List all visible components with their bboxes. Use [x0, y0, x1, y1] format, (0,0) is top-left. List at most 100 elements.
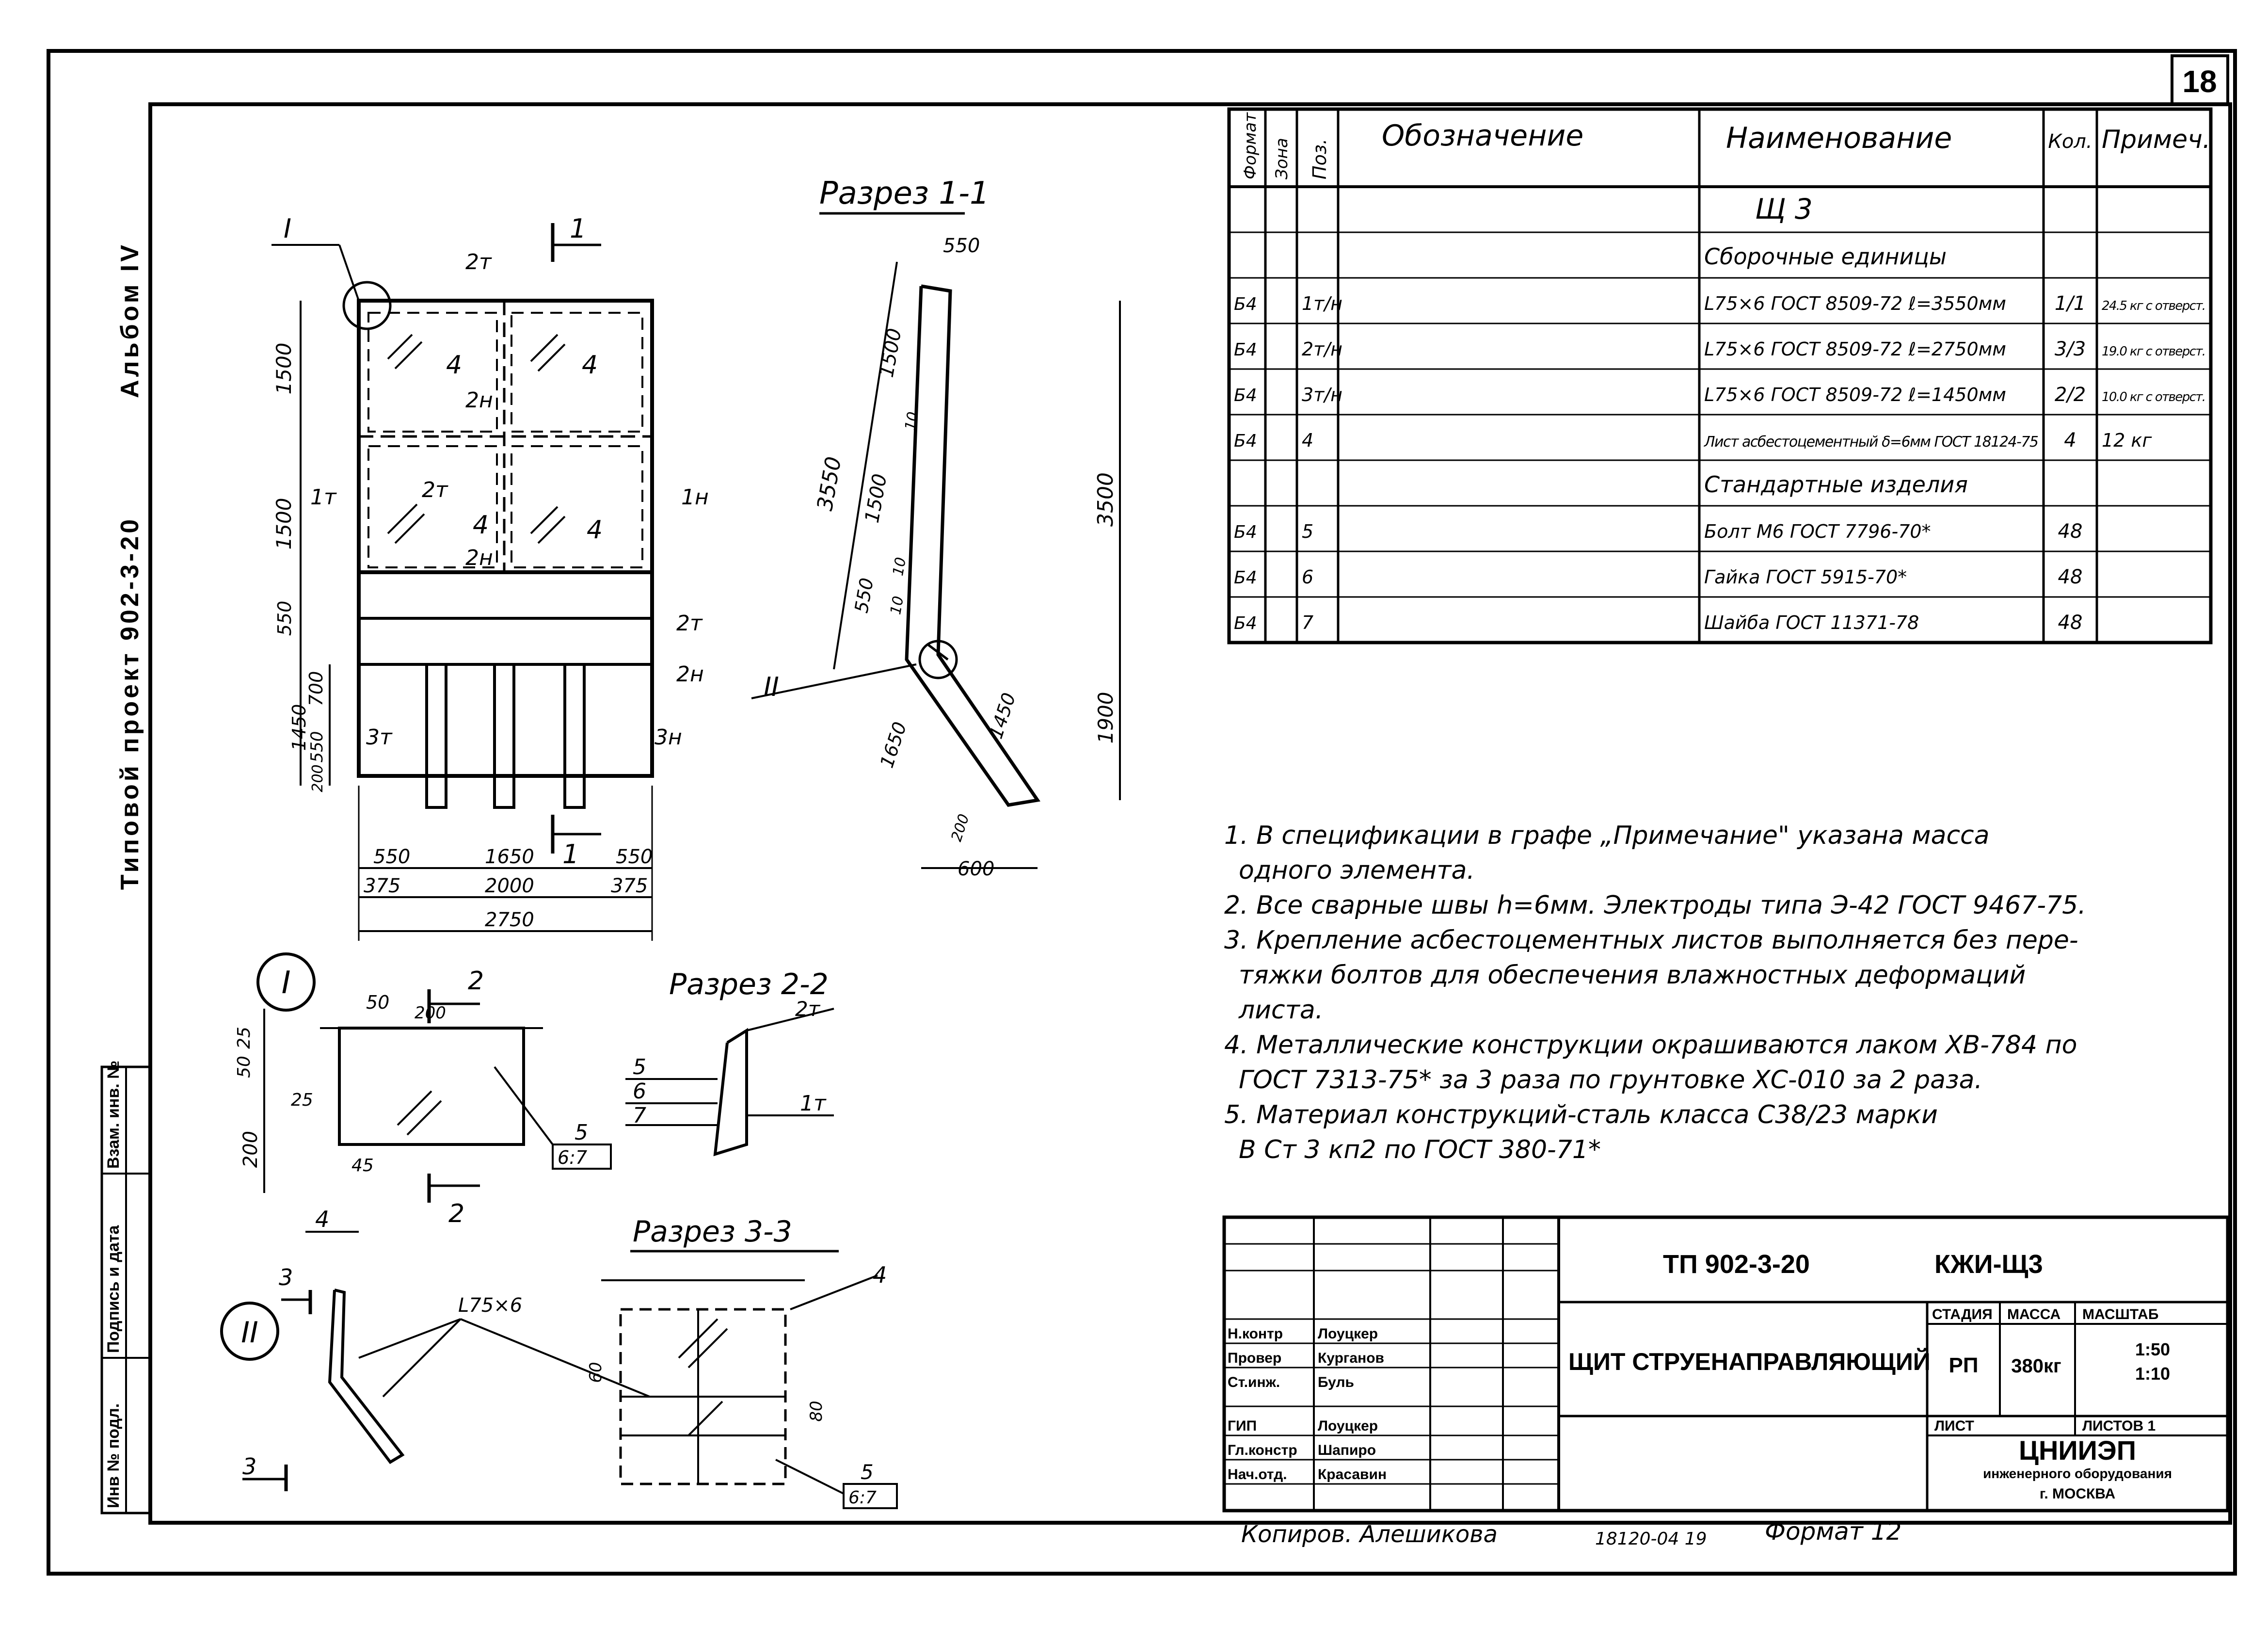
spec-format: Б4	[1234, 294, 1257, 314]
svg-text:3: 3	[242, 1453, 256, 1480]
svg-text:550: 550	[274, 601, 295, 636]
svg-text:550: 550	[616, 846, 653, 868]
spec-note: 19.0 кг с отверст.	[2102, 344, 2206, 359]
spec-name: L75×6 ГОСТ 8509-72 ℓ=1450мм	[1704, 384, 2006, 405]
mass-value: 380кг	[2011, 1355, 2061, 1377]
note-line: В Ст 3 кп2 по ГОСТ 380-71*	[1239, 1135, 1601, 1164]
node-I: I 2 2 50 200 25 50 25 200 45 4 5 6:7	[234, 952, 612, 1233]
drawing-title: ЩИТ СТРУЕНАПРАВЛЯЮЩИЙ	[1568, 1348, 1931, 1375]
svg-text:2т: 2т	[465, 250, 492, 274]
project-label: Типовой проект 902-3-20	[116, 516, 144, 890]
svg-text:1т: 1т	[310, 485, 337, 510]
spec-name: Сборочные единицы	[1704, 243, 1947, 270]
staff-role: Провер	[1228, 1350, 1281, 1366]
spec-name: Стандартные изделия	[1704, 471, 1968, 498]
section-1-1-title: Разрез 1-1	[819, 176, 990, 211]
svg-text:4: 4	[587, 515, 603, 545]
spec-format: Б4	[1234, 613, 1257, 633]
spec-position: 5	[1302, 521, 1313, 542]
staff-name: Лоуцкер	[1318, 1326, 1378, 1342]
svg-text:2750: 2750	[485, 909, 534, 931]
spec-position: 6	[1302, 566, 1313, 588]
spec-quantity: 1/1	[2055, 292, 2086, 315]
svg-text:5: 5	[575, 1120, 588, 1145]
section-2-2-title: Разрез 2-2	[669, 967, 829, 1001]
spec-quantity: 4	[2064, 429, 2076, 451]
svg-text:2т: 2т	[676, 611, 703, 636]
node-II-label: II	[241, 1316, 258, 1350]
svg-text:3: 3	[279, 1264, 293, 1290]
svg-text:Кол.: Кол.	[2048, 130, 2092, 153]
staff-name: Шапиро	[1318, 1442, 1376, 1458]
svg-text:6:7: 6:7	[558, 1147, 587, 1168]
cut-1-bottom: 1	[562, 839, 579, 870]
svg-text:550: 550	[373, 846, 410, 868]
spec-format: Б4	[1234, 340, 1257, 360]
staff-role: Ст.инж.	[1228, 1374, 1280, 1390]
section-3-3-title: Разрез 3-3	[633, 1215, 792, 1249]
staff-name: Курганов	[1318, 1350, 1384, 1366]
svg-text:1650: 1650	[876, 719, 911, 771]
staff-name: Красавин	[1318, 1466, 1387, 1482]
svg-text:1500: 1500	[272, 343, 296, 395]
svg-text:г. МОСКВА: г. МОСКВА	[2040, 1486, 2115, 1502]
stamp-signature-date: Подпись и дата	[104, 1224, 123, 1353]
staff-role: Н.контр	[1228, 1326, 1283, 1342]
svg-text:1500: 1500	[272, 498, 296, 550]
svg-text:2: 2	[468, 967, 484, 996]
section-1-1: Разрез 1-1 550 1500 10 3550 1500 10 550 …	[751, 176, 1121, 880]
svg-text:1:50: 1:50	[2135, 1339, 2170, 1359]
svg-text:2н: 2н	[465, 546, 493, 570]
spec-position: 7	[1302, 612, 1313, 633]
svg-text:5: 5	[633, 1055, 646, 1079]
spec-quantity: 2/2	[2055, 384, 2086, 406]
svg-text:1450: 1450	[288, 704, 310, 751]
svg-text:3н: 3н	[655, 725, 682, 750]
cut-1-top: 1	[570, 213, 586, 244]
note-line: 4. Металлические конструкции окрашиваютс…	[1224, 1031, 2077, 1060]
svg-text:Поз.: Поз.	[1309, 139, 1330, 179]
spec-name: Болт М6 ГОСТ 7796-70*	[1704, 521, 1931, 542]
spec-name: L75×6 ГОСТ 8509-72 ℓ=3550мм	[1704, 293, 2006, 314]
node-II-circle	[220, 1302, 279, 1361]
svg-text:4: 4	[446, 351, 462, 380]
spec-position: 2т/н	[1302, 338, 1342, 360]
svg-text:МАСШТАБ: МАСШТАБ	[2082, 1306, 2158, 1322]
svg-text:СТАДИЯ: СТАДИЯ	[1932, 1306, 1993, 1322]
doc-code: ТП 902-3-20	[1663, 1250, 1810, 1279]
spec-note: 24.5 кг с отверст.	[2102, 299, 2206, 313]
spec-note: 12 кг	[2102, 430, 2152, 451]
note-line: 5. Материал конструкций-сталь класса С38…	[1224, 1100, 1938, 1129]
svg-text:5: 5	[861, 1460, 874, 1484]
svg-text:375: 375	[364, 875, 400, 897]
spec-quantity: 3/3	[2055, 338, 2086, 360]
spec-name: L75×6 ГОСТ 8509-72 ℓ=2750мм	[1704, 338, 2006, 360]
svg-text:2н: 2н	[465, 388, 493, 413]
svg-text:1450: 1450	[985, 690, 1020, 741]
svg-text:60: 60	[586, 1362, 606, 1383]
svg-text:550: 550	[307, 731, 327, 763]
organization: ЦНИИЭП	[2019, 1435, 2136, 1466]
spec-header-designation: Обозначение	[1382, 119, 1583, 153]
note-line: 3. Крепление асбестоцементных листов вып…	[1224, 926, 2078, 955]
spec-format: Б4	[1234, 568, 1257, 588]
staff-name: Буль	[1318, 1374, 1354, 1390]
svg-text:45: 45	[351, 1156, 374, 1176]
sheet-number: 18	[2182, 64, 2217, 99]
svg-text:4: 4	[473, 511, 489, 540]
svg-text:25: 25	[291, 1090, 313, 1110]
spec-note: 10.0 кг с отверст.	[2102, 390, 2206, 404]
staff-role: ГИП	[1228, 1418, 1257, 1434]
svg-text:1900: 1900	[1094, 692, 1118, 744]
svg-text:10: 10	[890, 556, 910, 578]
svg-text:25: 25	[234, 1027, 254, 1049]
spec-quantity: 48	[2058, 566, 2083, 588]
stamp-replaced-inv: Взам. инв. №	[104, 1061, 123, 1169]
node-I-label: I	[282, 965, 291, 1001]
stamp-inv-no: Инв № подл.	[104, 1403, 123, 1508]
svg-text:3т: 3т	[366, 725, 393, 750]
spec-name: Лист асбестоцементный δ=6мм ГОСТ 18124-7…	[1704, 434, 2039, 451]
